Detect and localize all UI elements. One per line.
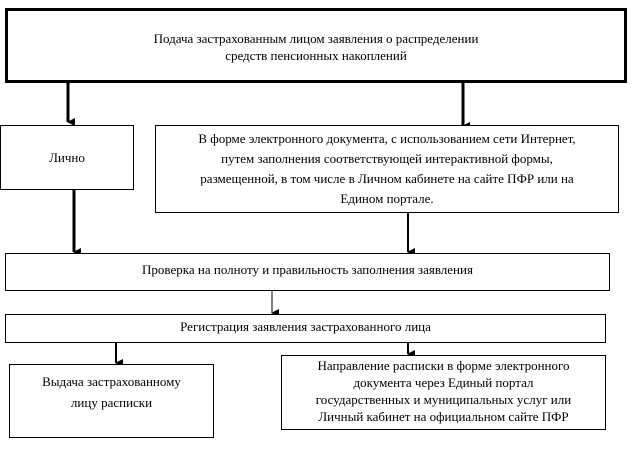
submission-line-1: Подача застрахованным лицом заявления о … <box>153 31 479 46</box>
send-line: Личный кабинет на официальном сайте ПФР <box>318 409 569 424</box>
send-line: документа через Единый портал <box>353 375 534 390</box>
personal-label: Лично <box>49 150 85 165</box>
electronic-line: путем заполнения соответствующей интерак… <box>221 151 553 166</box>
electronic-line: Едином портале. <box>340 191 434 206</box>
electronic-line: В форме электронного документа, с исполь… <box>198 131 576 146</box>
issue-receipt-box: Выдача застрахованному лицу расписки <box>9 364 214 438</box>
registration-box: Регистрация заявления застрахованного ли… <box>5 314 606 343</box>
electronic-box: В форме электронного документа, с исполь… <box>155 125 619 213</box>
registration-label: Регистрация заявления застрахованного ли… <box>180 319 431 334</box>
submission-line-2: средств пенсионных накоплений <box>225 48 407 63</box>
send-line: Направление расписки в форме электронног… <box>317 358 570 373</box>
check-label: Проверка на полноту и правильность запол… <box>142 262 473 277</box>
check-box: Проверка на полноту и правильность запол… <box>5 253 610 291</box>
submission-box: Подача застрахованным лицом заявления о … <box>5 8 627 83</box>
electronic-line: размещенной, в том числе в Личном кабине… <box>200 171 574 186</box>
send-line: государственных и муниципальных услуг ил… <box>315 392 572 407</box>
send-receipt-box: Направление расписки в форме электронног… <box>281 355 606 430</box>
issue-line: Выдача застрахованному <box>42 374 181 389</box>
personal-box: Лично <box>0 125 134 190</box>
issue-line: лицу расписки <box>70 395 153 410</box>
